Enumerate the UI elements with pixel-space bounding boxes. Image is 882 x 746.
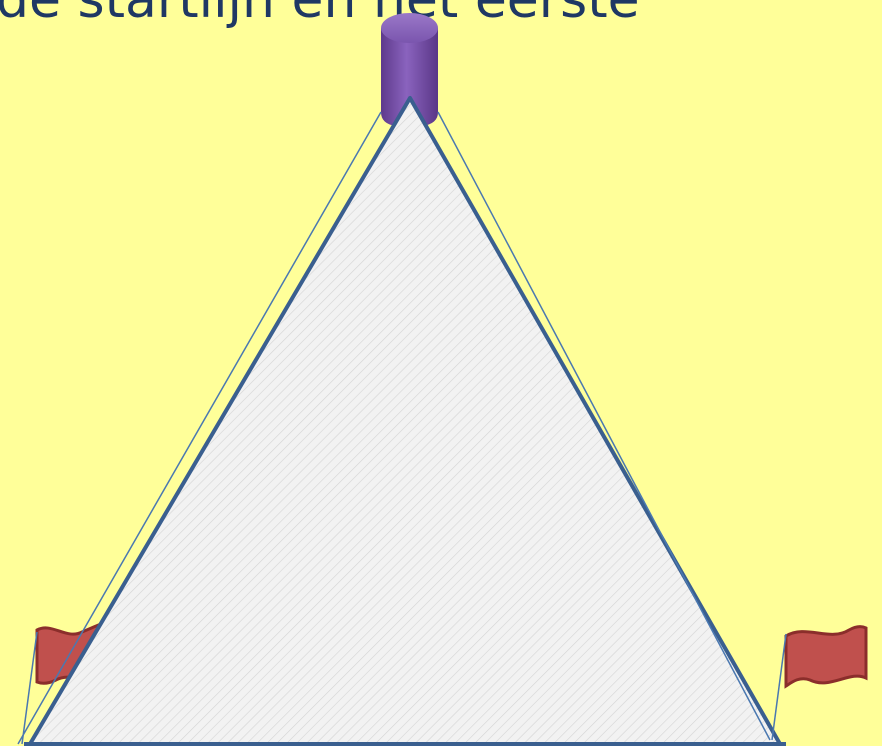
right-flag-icon xyxy=(786,627,866,686)
left-flag-guide-line xyxy=(22,632,37,744)
main-triangle xyxy=(30,98,780,744)
right-flag-guide-line xyxy=(772,634,786,740)
